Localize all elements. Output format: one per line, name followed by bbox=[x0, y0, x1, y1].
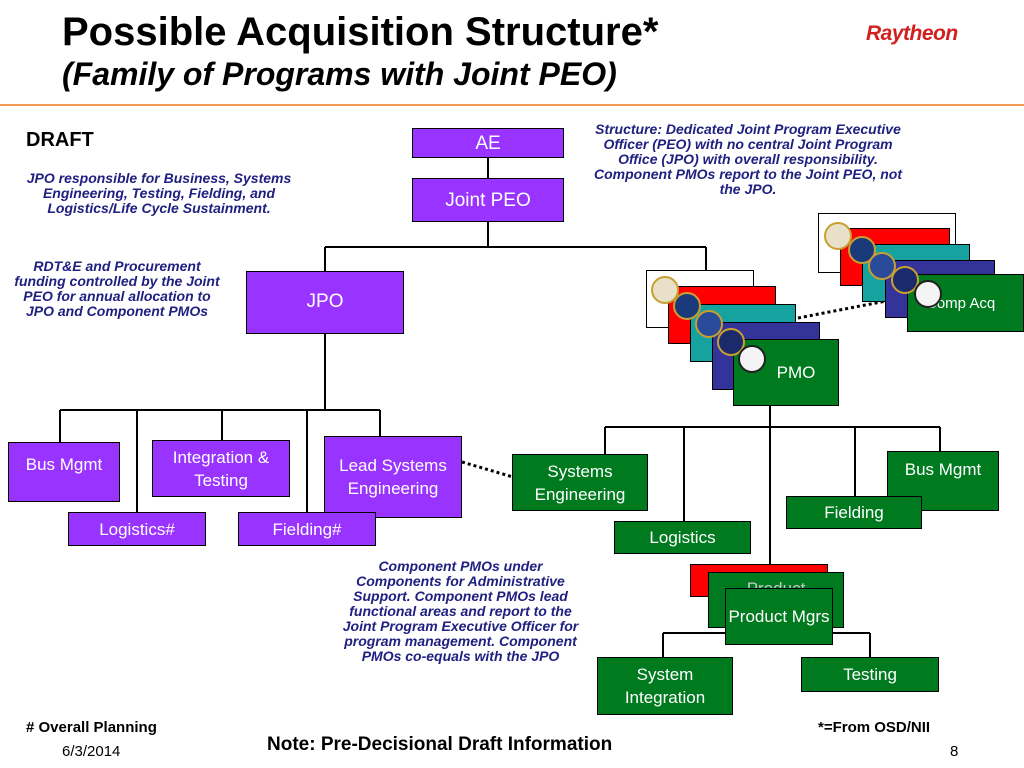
army-seal-icon bbox=[651, 276, 679, 304]
fielding-hash-box: Fielding# bbox=[238, 512, 376, 546]
logistics-hash-box: Logistics# bbox=[68, 512, 206, 546]
slide-date: 6/3/2014 bbox=[62, 743, 121, 760]
ae-box: AE bbox=[412, 128, 564, 158]
product-mgrs-box: Product Mgrs bbox=[725, 588, 833, 645]
joint-peo-box: Joint PEO bbox=[412, 178, 564, 222]
pre-decisional-note: Note: Pre-Decisional Draft Information bbox=[267, 734, 613, 755]
logistics-box: Logistics bbox=[614, 521, 751, 554]
structure-note: Structure: Dedicated Joint Program Execu… bbox=[594, 121, 902, 197]
draft-label: DRAFT bbox=[26, 129, 94, 151]
header-divider bbox=[0, 104, 1024, 106]
jpo-responsibility-note: JPO responsible for Business, Systems En… bbox=[26, 170, 292, 216]
dod-seal-icon bbox=[738, 345, 766, 373]
systems-engineering-box: Systems Engineering bbox=[512, 454, 648, 511]
integration-testing-box: Integration & Testing bbox=[152, 440, 290, 497]
fielding-box: Fielding bbox=[786, 496, 922, 529]
dod-seal-icon bbox=[914, 280, 942, 308]
bus-mgmt-right-box: Bus Mgmt bbox=[887, 451, 999, 511]
funding-note: RDT&E and Procurement funding controlled… bbox=[14, 258, 220, 319]
testing-box: Testing bbox=[801, 657, 939, 692]
lead-systems-engineering-box: Lead Systems Engineering bbox=[324, 436, 462, 518]
page-number: 8 bbox=[950, 743, 959, 760]
component-pmos-note: Component PMOs under Components for Admi… bbox=[342, 558, 579, 664]
army-seal-icon bbox=[824, 222, 852, 250]
system-integration-box: System Integration bbox=[597, 657, 733, 715]
slide-title: Possible Acquisition Structure* bbox=[62, 10, 659, 54]
bus-mgmt-left-box: Bus Mgmt bbox=[8, 442, 120, 502]
osd-footnote: *=From OSD/NII bbox=[818, 719, 931, 736]
jpo-box: JPO bbox=[246, 271, 404, 334]
raytheon-logo: Raytheon bbox=[866, 22, 958, 45]
slide-subtitle: (Family of Programs with Joint PEO) bbox=[62, 56, 617, 92]
overall-planning-footnote: # Overall Planning bbox=[26, 719, 157, 736]
